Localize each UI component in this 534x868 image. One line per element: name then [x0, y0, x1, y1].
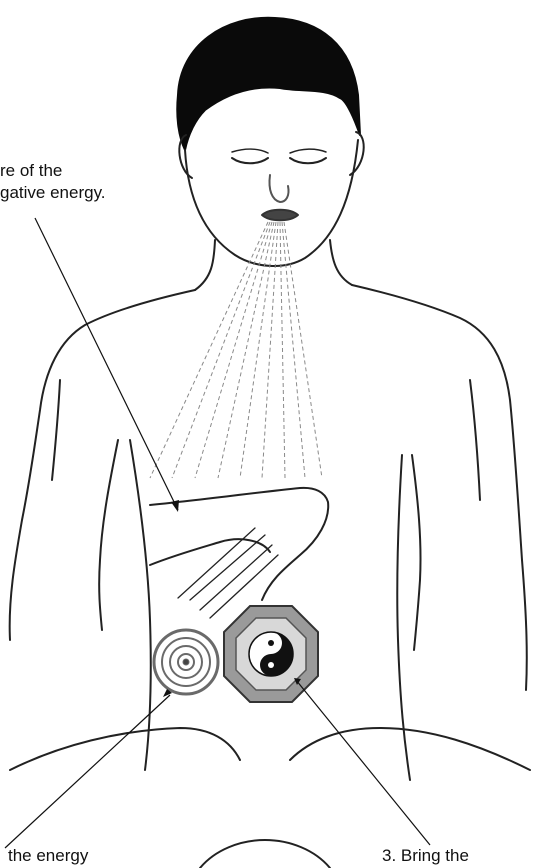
mouth: [262, 210, 298, 221]
neck-left: [195, 240, 215, 290]
lower-hand: [150, 539, 270, 565]
callout-3-text: 3. Bring the: [382, 845, 469, 866]
breath-rays: [150, 222, 322, 478]
callout-1-line-1: re of the: [0, 160, 62, 181]
callout-1-leader: [35, 218, 178, 510]
left-eye: [232, 158, 268, 163]
torso-left-side: [130, 440, 151, 770]
pakua-octagon: [224, 606, 318, 702]
callout-3-leader: [296, 680, 430, 845]
lap-left: [10, 728, 240, 770]
nose: [269, 175, 288, 202]
torso-right-side: [397, 455, 410, 780]
callout-2-text: the energy: [8, 845, 88, 866]
right-eye-lid: [290, 149, 326, 153]
hand-fingers: [178, 528, 278, 618]
energy-swirl: [154, 630, 218, 694]
left-eye-lid: [232, 149, 268, 153]
callout-1-arrowhead: [171, 500, 179, 512]
callout-2-leader: [5, 695, 170, 848]
neck-right: [330, 240, 352, 285]
hair: [177, 18, 360, 150]
legs-bottom: [200, 840, 330, 868]
left-shoulder-arm: [10, 290, 195, 640]
left-arm-contour: [52, 380, 60, 480]
right-arm-contour: [470, 380, 480, 500]
right-inner-arm: [412, 455, 421, 650]
right-shoulder-arm: [352, 285, 527, 690]
face-outline: [185, 140, 358, 266]
left-inner-arm: [99, 440, 118, 630]
yin-yang-symbol: [249, 632, 293, 676]
lap-right: [290, 728, 530, 770]
callout-1-line-2: gative energy.: [0, 182, 106, 203]
right-eye: [290, 158, 326, 163]
